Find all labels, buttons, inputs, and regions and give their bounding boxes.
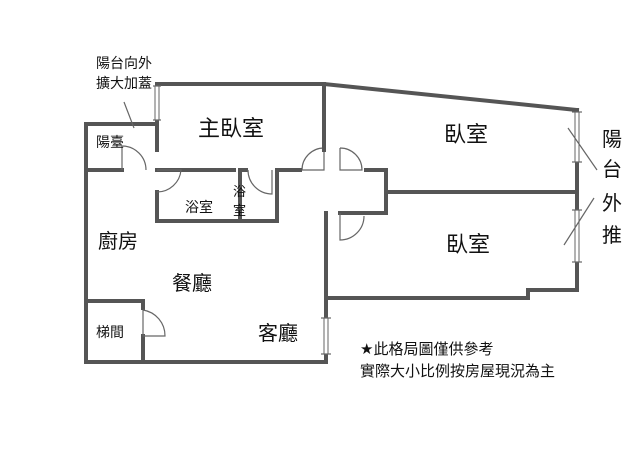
room-label-bathroom-1: 浴室: [185, 199, 213, 216]
door-bathroom-1: [156, 169, 182, 193]
doors: [121, 145, 365, 337]
room-label-balcony: 陽臺: [96, 135, 124, 151]
room-label-stairs: 梯間: [96, 325, 124, 341]
window-bedroom-right-2: [574, 209, 580, 263]
side-note-char-4: 推: [602, 223, 622, 247]
disclaimer-line1: ★此格局圖僅供參考: [360, 340, 493, 358]
wall-corridor-right: [364, 168, 579, 194]
room-label-bathroom-2-line1: 浴: [233, 185, 246, 200]
door-bedroom-top: [339, 147, 363, 171]
balcony-note-line1: 陽台向外: [96, 56, 152, 72]
room-label-kitchen: 廚房: [98, 229, 138, 253]
door-stairs: [142, 309, 166, 337]
door-master: [301, 147, 325, 171]
side-note-pointer-2: [563, 197, 595, 246]
side-note-char-1: 陽: [602, 127, 622, 151]
side-note-char-3: 外: [602, 191, 622, 215]
room-label-bathroom-2-line2: 室: [233, 203, 246, 219]
room-label-bedroom-bottom: 臥室: [446, 233, 490, 258]
room-label-bedroom-top: 臥室: [444, 123, 488, 148]
room-label-master-bedroom: 主臥室: [198, 117, 264, 142]
room-label-dining: 餐廳: [172, 271, 212, 295]
balcony-note-pointer: [123, 101, 135, 129]
wall-bathroom-1: [155, 168, 242, 223]
wall-top: [155, 82, 580, 113]
window-master-left: [154, 85, 160, 121]
side-note-pointer-1: [567, 127, 598, 171]
door-bedroom-bottom: [339, 213, 365, 241]
windows: [153, 85, 582, 355]
room-label-living: 客廳: [258, 321, 298, 345]
door-bathroom-2: [247, 169, 273, 195]
balcony-note-line2: 擴大加蓋: [96, 75, 152, 92]
door-balcony: [121, 145, 147, 171]
window-bedroom-right-1: [574, 111, 580, 163]
window-living: [323, 317, 329, 355]
wall-stairs: [84, 299, 145, 310]
wall-bedroom-bottom: [324, 288, 579, 300]
disclaimer-line2: 實際大小比例按房屋現況為主: [360, 362, 555, 380]
side-note-char-2: 台: [602, 157, 622, 181]
